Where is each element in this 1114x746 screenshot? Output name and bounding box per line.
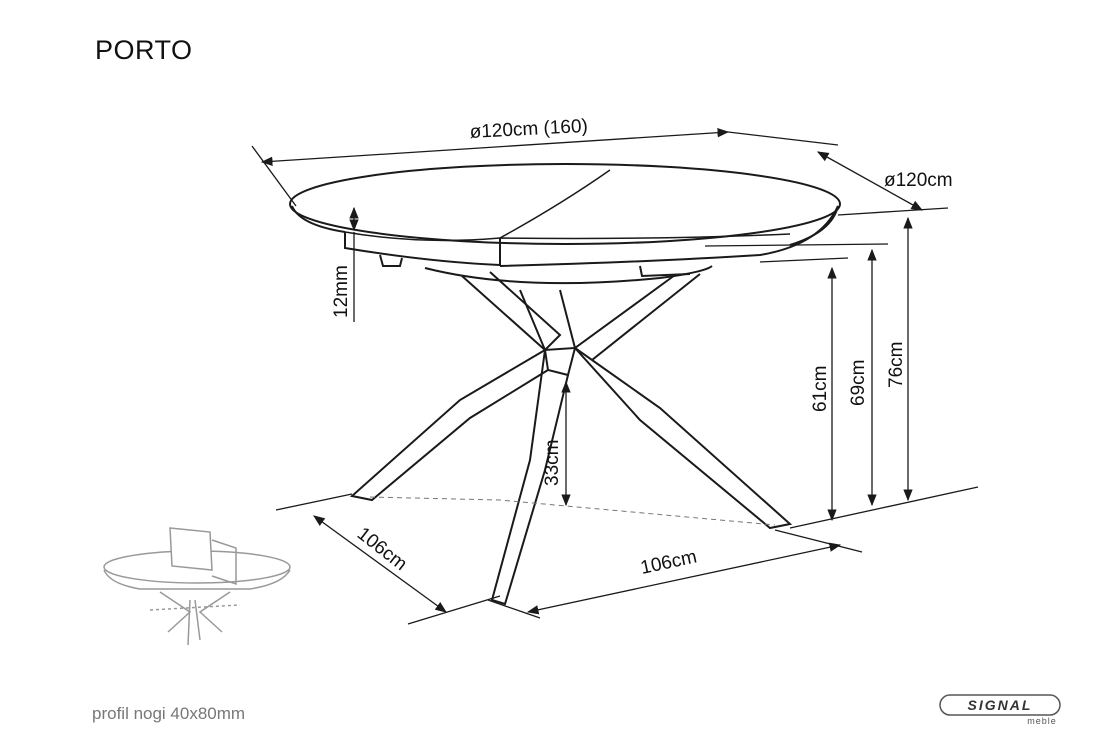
dim-total-height: 76cm	[886, 342, 907, 388]
dimension-lines	[251, 128, 979, 625]
dim-base-width: 106cm	[639, 546, 699, 578]
dim-apron-height: 61cm	[810, 366, 831, 412]
signal-logo: SIGNAL meble	[939, 694, 1061, 726]
leg-profile-note: profil nogi 40x80mm	[92, 704, 246, 723]
dim-top-thickness: 12mm	[331, 265, 352, 318]
dim-width-diameter: ø120cm	[884, 170, 953, 191]
dim-top-under-height: 69cm	[848, 360, 869, 406]
product-title: PORTO	[95, 35, 193, 65]
logo-subtext: meble	[1027, 716, 1057, 726]
dim-leg-clearance: 33cm	[542, 440, 563, 486]
dim-base-depth: 106cm	[353, 523, 411, 575]
logo-text: SIGNAL	[968, 697, 1033, 713]
extended-table-thumbnail	[103, 527, 291, 646]
dim-top-diameter: ø120cm (160)	[469, 116, 588, 143]
